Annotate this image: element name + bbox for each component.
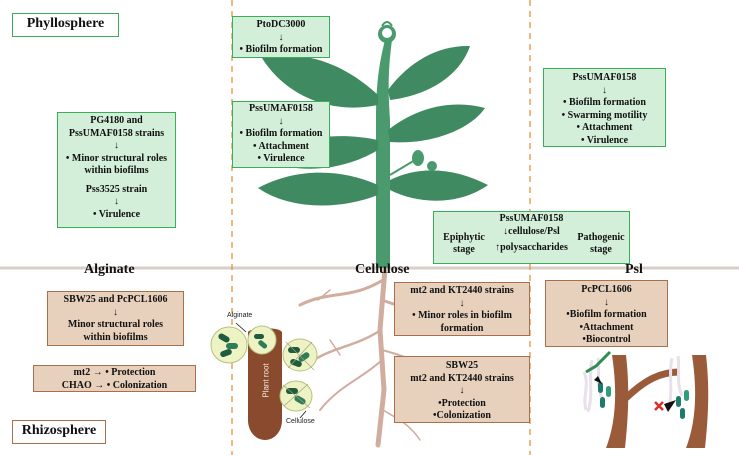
- box-line: PssUMAF0158: [572, 72, 637, 83]
- pssumaf0158-center-box: PssUMAF0158 ↓ • Biofilm formation • Atta…: [232, 101, 330, 168]
- arrow-down-icon: ↓: [278, 115, 284, 127]
- psl-heading: Psl: [625, 262, 643, 277]
- box-line: • Virulence: [92, 208, 141, 220]
- arrow-down-icon: ↓: [459, 385, 465, 396]
- arrow-icon: [664, 400, 676, 412]
- box-line: • Virulence: [257, 153, 305, 164]
- cellulose-illustration-label: Cellulose: [286, 418, 315, 425]
- cluster-alginate-top: [247, 325, 277, 355]
- bacteria-clusters: [210, 322, 318, 419]
- box-line: CHAO → • Colonization: [61, 379, 168, 391]
- box-line: Pss3525 strain: [85, 183, 148, 195]
- box-line: PG4180 and: [90, 115, 143, 126]
- box-line: SBW25 and PcPCL1606: [63, 294, 168, 305]
- cluster-cellulose-bottom: [279, 380, 313, 412]
- box-line: within biofilms: [84, 165, 149, 176]
- alginate-phyllosphere-box: PG4180 and PssUMAF0158 strains ↓ • Minor…: [57, 112, 176, 228]
- stage-line: stage: [590, 244, 612, 255]
- epiphytic-stage-label: Epiphytic stage: [437, 232, 491, 256]
- mt2-kt2440-minor-box: mt2 and KT2440 strains ↓ • Minor roles i…: [394, 282, 530, 336]
- box-line: • Biofilm formation: [563, 97, 646, 108]
- arrow-down-icon: ↓: [114, 140, 119, 151]
- box-line: • Virulence: [580, 134, 629, 146]
- transition-down-label: ↓cellulose/Psl: [503, 225, 560, 237]
- box-line: •Colonization: [433, 410, 491, 421]
- stage-transition-box: PssUMAF0158 ↓cellulose/Psl ↑polysacchari…: [433, 211, 630, 264]
- stage-line: Epiphytic: [443, 232, 485, 243]
- box-line: •Protection: [438, 397, 486, 409]
- box-line: • Biofilm formation: [239, 44, 323, 55]
- cluster-cellulose-right: [282, 338, 318, 372]
- stage-line: Pathogenic: [577, 232, 625, 243]
- leaf-lower-left: [258, 172, 378, 206]
- ptodc3000-box: PtoDC3000 ↓ • Biofilm formation: [232, 16, 330, 58]
- arrow-down-icon: ↓: [278, 31, 284, 43]
- box-line: PssUMAF0158: [249, 103, 313, 114]
- rhizosphere-zone-label: Rhizosphere: [12, 420, 106, 444]
- phyllosphere-zone-label: Phyllosphere: [12, 13, 119, 37]
- box-line: mt2 and KT2440 strains: [410, 285, 514, 296]
- plant-shoot: [258, 21, 488, 268]
- transition-strain: PssUMAF0158: [499, 213, 564, 224]
- leaf-upper-left: [262, 55, 378, 108]
- sbw25-pcpcl1606-box: SBW25 and PcPCL1606 ↓ Minor structural r…: [47, 291, 184, 346]
- box-line: PssUMAF0158 strains: [68, 127, 165, 139]
- box-line: •Biocontrol: [582, 334, 631, 345]
- plant-root-illustration: [248, 328, 282, 440]
- arrow-icon: [594, 376, 602, 384]
- psl-illustration-right: [654, 355, 709, 448]
- psl-phyllosphere-box: PssUMAF0158 ↓ • Biofilm formation • Swar…: [543, 68, 666, 147]
- box-line: mt2 → • Protection: [73, 367, 156, 378]
- arrow-down-icon: ↓: [113, 306, 118, 318]
- arrow-down-icon: ↓: [602, 84, 607, 96]
- box-line: • Attachment: [576, 122, 633, 133]
- arrow-down-icon: ↓: [114, 196, 119, 207]
- cluster-alginate-left: [210, 326, 248, 364]
- plant-stem: [376, 40, 392, 268]
- box-line: •Biofilm formation: [566, 309, 647, 320]
- box-line: Minor structural roles: [67, 319, 164, 330]
- mt2-chao-box: mt2 → • Protection CHAO → • Colonization: [33, 365, 196, 392]
- pathogenic-stage-label: Pathogenic stage: [574, 232, 628, 256]
- box-line: • Biofilm formation: [239, 128, 323, 139]
- box-line: • Swarming motility: [561, 109, 648, 121]
- cellulose-heading: Cellulose: [355, 262, 410, 277]
- alginate-illustration-label: Alginate: [227, 312, 253, 319]
- box-line: • Attachment: [253, 140, 309, 152]
- pcpcl1606-psl-box: PcPCL1606 ↓ •Biofilm formation •Attachme…: [545, 280, 668, 347]
- leaf-mid-right: [388, 104, 485, 143]
- arrow-down-icon: ↓: [459, 297, 465, 309]
- transition-up-label: ↑polysaccharides: [495, 242, 568, 253]
- alginate-heading: Alginate: [84, 262, 135, 277]
- box-line: mt2 and KT2440 strains: [410, 372, 514, 384]
- box-line: within biofilms: [83, 331, 148, 343]
- leaf-upper-right: [388, 45, 470, 100]
- cross-icon: [654, 401, 664, 411]
- box-line: • Minor structural roles: [65, 152, 168, 164]
- leaf-lower-right: [390, 170, 488, 201]
- box-line: PcPCL1606: [581, 284, 632, 295]
- box-line: SBW25: [445, 360, 479, 371]
- plant-root-label: Plant root: [261, 363, 271, 398]
- arrow-down-icon: ↓: [604, 296, 609, 308]
- box-line: •Attachment: [579, 321, 634, 333]
- stage-line: stage: [453, 244, 475, 255]
- box-line: formation: [440, 322, 484, 334]
- psl-illustration-left: [582, 350, 681, 448]
- sbw25-mt2-kt2440-box: SBW25 mt2 and KT2440 strains ↓ •Protecti…: [394, 356, 530, 423]
- box-line: PtoDC3000: [256, 19, 306, 30]
- box-line: • Minor roles in biofilm: [412, 310, 512, 321]
